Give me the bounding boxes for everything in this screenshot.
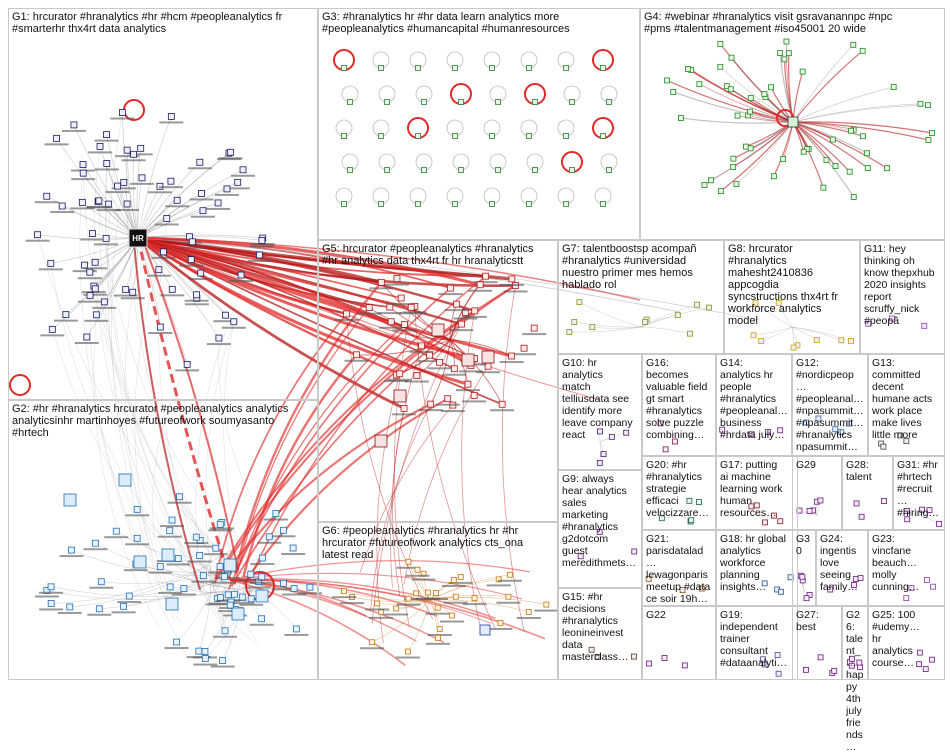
group-panel-g18: G18: hr global analytics workforce plann…	[716, 530, 798, 606]
group-panel-g12: G12: #nordicpeop… #peopleanal… #npasummi…	[792, 354, 868, 456]
group-panel-g1: G1: hrcurator #hranalytics #hr #hcm #peo…	[8, 8, 318, 400]
group-title-g23: G23: vincfane beauch… molly cunning…	[872, 533, 941, 593]
group-panel-g17: G17: putting ai machine learning work hu…	[716, 456, 798, 530]
group-title-g11: G11: hey thinking oh know thepxhub 2020 …	[864, 243, 941, 327]
group-panel-g13: G13: committed decent humane acts work p…	[868, 354, 945, 456]
group-title-g18: G18: hr global analytics workforce plann…	[720, 533, 794, 593]
group-title-g6: G6: #peopleanalytics #hranalytics hr #hr…	[322, 525, 554, 561]
group-title-g9: G9: always hear analytics sales marketin…	[562, 473, 638, 569]
group-panel-g10: G10: hr analytics match telliusdata see …	[558, 354, 642, 470]
group-panel-g31: G31: #hr #hrtech #recruit… #hiring…	[893, 456, 945, 530]
group-title-g22: G22	[646, 609, 712, 621]
group-panel-g9: G9: always hear analytics sales marketin…	[558, 470, 642, 588]
group-title-g15: G15: #hr decisions #hranalytics leoninei…	[562, 591, 638, 663]
group-panel-g24: G24: ingentis love seeing family…	[816, 530, 868, 606]
network-graph: HR G1: hrcurator #hranalytics #hr #hcm #…	[0, 0, 950, 688]
group-panel-g30: G30	[792, 530, 816, 606]
group-panel-g27: G27: best	[792, 606, 842, 680]
group-title-g30: G30	[796, 533, 812, 557]
group-panel-g15: G15: #hr decisions #hranalytics leoninei…	[558, 588, 642, 680]
group-panel-g25: G25: 100 #udemy… hr analytics course…	[868, 606, 945, 680]
group-title-g7: G7: talentboostsp acompañ #hranalytics #…	[562, 243, 720, 291]
group-title-g17: G17: putting ai machine learning work hu…	[720, 459, 794, 519]
group-title-g12: G12: #nordicpeop… #peopleanal… #npasummi…	[796, 357, 864, 453]
group-title-g5: G5: hrcurator #peopleanalytics #hranalyt…	[322, 243, 554, 267]
group-title-g26: G26: talent_… happy 4th july friends…	[846, 609, 864, 753]
group-panel-g16: G16: becomes valuable field gt smart #hr…	[642, 354, 716, 456]
group-panel-g5: G5: hrcurator #peopleanalytics #hranalyt…	[318, 240, 558, 522]
group-title-g13: G13: committed decent humane acts work p…	[872, 357, 941, 441]
group-title-g1: G1: hrcurator #hranalytics #hr #hcm #peo…	[12, 11, 314, 35]
group-title-g16: G16: becomes valuable field gt smart #hr…	[646, 357, 712, 441]
group-panel-g3: G3: #hranalytics hr #hr data learn analy…	[318, 8, 640, 240]
group-title-g27: G27: best	[796, 609, 838, 633]
group-panel-g29: G29	[792, 456, 842, 530]
group-panel-g8: G8: hrcurator #hranalytics mahesht241083…	[724, 240, 860, 354]
group-title-g25: G25: 100 #udemy… hr analytics course…	[872, 609, 941, 669]
group-panel-g26: G26: talent_… happy 4th july friends…	[842, 606, 868, 680]
group-title-g28: G28: talent	[846, 459, 889, 483]
group-title-g19: G19: independent trainer consultant #dat…	[720, 609, 794, 669]
group-panel-g23: G23: vincfane beauch… molly cunning…	[868, 530, 945, 606]
group-panel-g4: G4: #webinar #hranalytics visit gsravana…	[640, 8, 945, 240]
group-panel-g22: G22	[642, 606, 716, 680]
group-panel-g14: G14: analytics hr people #hranalytics #p…	[716, 354, 792, 456]
group-title-g31: G31: #hr #hrtech #recruit… #hiring…	[897, 459, 941, 519]
group-title-g24: G24: ingentis love seeing family…	[820, 533, 864, 593]
group-panel-g19: G19: independent trainer consultant #dat…	[716, 606, 798, 680]
group-panel-g7: G7: talentboostsp acompañ #hranalytics #…	[558, 240, 724, 354]
group-panel-g11: G11: hey thinking oh know thepxhub 2020 …	[860, 240, 945, 354]
group-title-g10: G10: hr analytics match telliusdata see …	[562, 357, 638, 441]
group-title-g29: G29	[796, 459, 838, 471]
group-title-g2: G2: #hr #hranalytics hrcurator #peoplean…	[12, 403, 314, 439]
group-title-g8: G8: hrcurator #hranalytics mahesht241083…	[728, 243, 856, 327]
group-panel-g21: G21: parisdatalad… lewagonparis meetup #…	[642, 530, 716, 606]
group-title-g21: G21: parisdatalad… lewagonparis meetup #…	[646, 533, 712, 605]
group-title-g14: G14: analytics hr people #hranalytics #p…	[720, 357, 788, 441]
group-title-g4: G4: #webinar #hranalytics visit gsravana…	[644, 11, 941, 35]
group-panel-g2: G2: #hr #hranalytics hrcurator #peoplean…	[8, 400, 318, 680]
group-title-g3: G3: #hranalytics hr #hr data learn analy…	[322, 11, 636, 35]
group-title-g20: G20: #hr #hranalytics strategie efficaci…	[646, 459, 712, 519]
group-panel-g6: G6: #peopleanalytics #hranalytics hr #hr…	[318, 522, 558, 680]
group-panel-g28: G28: talent	[842, 456, 893, 530]
group-panel-g20: G20: #hr #hranalytics strategie efficaci…	[642, 456, 716, 530]
